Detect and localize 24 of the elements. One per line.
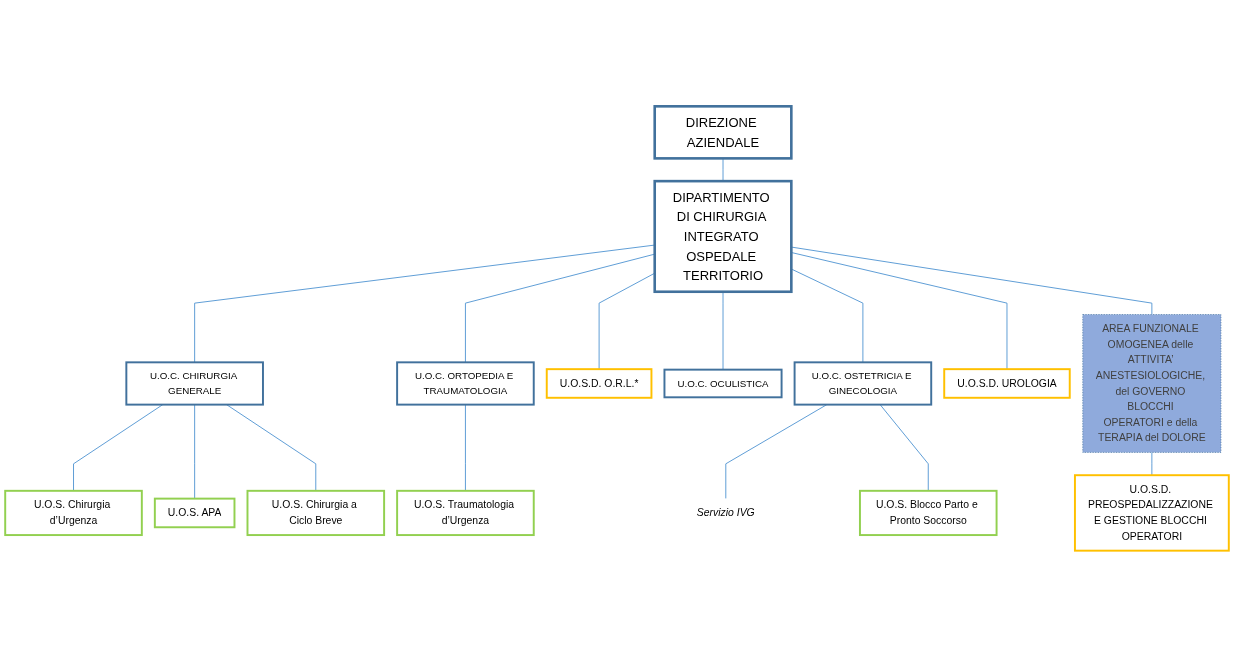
node-box: DIPARTIMENTO DI CHIRURGIA INTEGRATO OSPEDALE TERRITORIO	[653, 179, 793, 294]
node-box: AREA FUNZIONALE OMOGENEA delle ATTIVITA’ ANESTESIOLOGICHE, del GOVERNO BLOCCHI OPERATORI e della TERAPIA del DOLORE	[1082, 314, 1222, 453]
node-text: Servizio IVG	[696, 507, 755, 519]
node-box: DIREZIONE AZIENDALE	[653, 105, 793, 160]
node-box: U.O.S.D. UROLOGIA	[943, 368, 1071, 399]
node-box: U.O.S.D. PREOSPEDALIZZAZIONE E GESTIONE BLOCCHI OPERATORI	[1073, 474, 1230, 552]
connector	[725, 404, 828, 500]
connector	[722, 291, 724, 371]
connector	[226, 404, 317, 492]
node-box: U.O.C. OCULISTICA	[663, 368, 783, 399]
connector	[1151, 451, 1153, 476]
node-box: U.O.C. CHIRURGIA GENERALE	[125, 361, 264, 406]
connector	[464, 404, 466, 492]
node-box: U.O.S. APA	[153, 497, 236, 529]
node-box: U.O.S. Chirurgia a Ciclo Breve	[246, 489, 386, 537]
node-box: U.O.S. Chirurgia d’Urgenza	[4, 489, 143, 537]
node-box: U.O.S. Traumatologia d’Urgenza	[396, 489, 535, 537]
connector	[194, 404, 196, 500]
node-box: U.O.C. OSTETRICIA E GINECOLOGIA	[793, 361, 933, 406]
node-box: U.O.S.D. O.R.L.*	[545, 368, 653, 399]
node-box: U.O.C. ORTOPEDIA E TRAUMATOLOGIA	[396, 361, 535, 406]
connector	[73, 404, 164, 492]
node-box: U.O.S. Blocco Parto e Pronto Soccorso	[858, 489, 998, 537]
connector	[879, 404, 929, 492]
